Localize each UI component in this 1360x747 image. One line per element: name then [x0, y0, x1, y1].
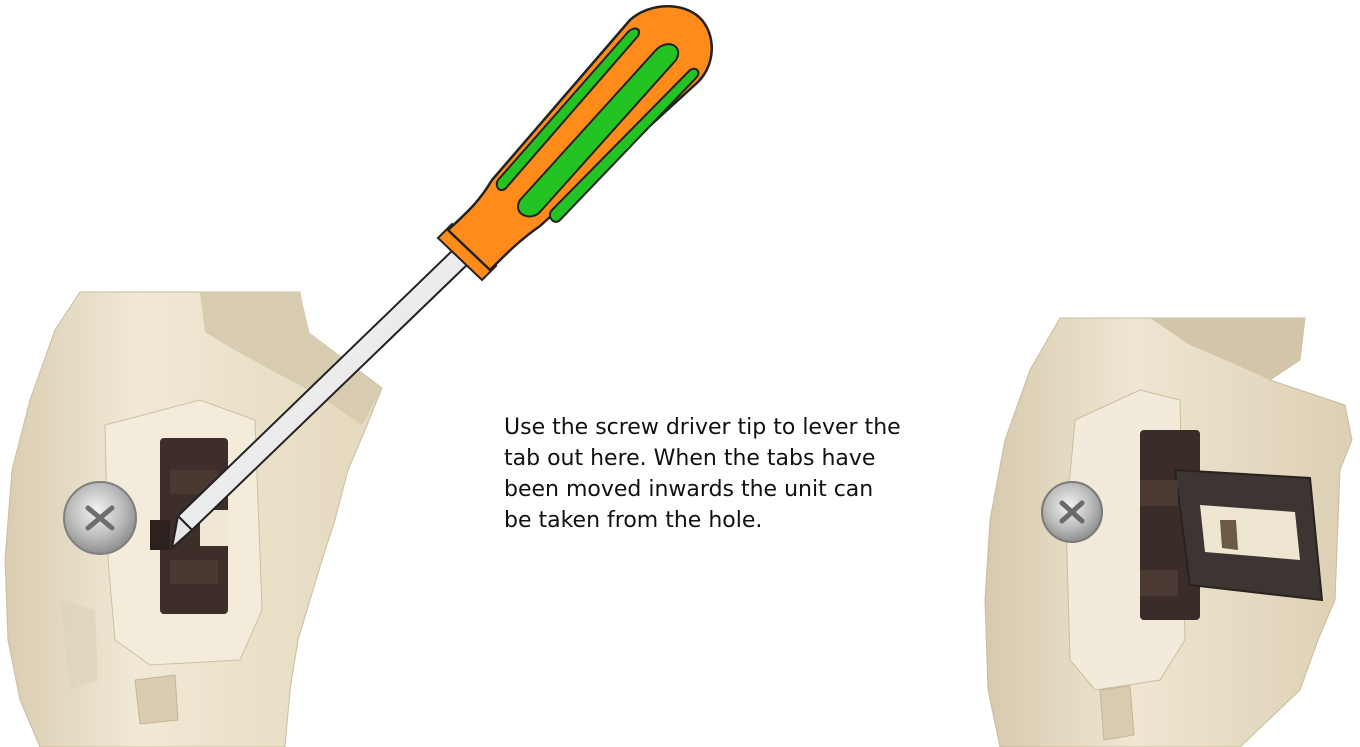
right-lower-notch — [1100, 686, 1134, 740]
screw-head-icon — [64, 482, 136, 554]
right-detector-photo — [985, 318, 1352, 747]
left-lower-notch — [135, 675, 178, 724]
screw-head-icon — [1042, 482, 1102, 542]
instruction-text: Use the screw driver tip to lever the ta… — [504, 412, 904, 536]
